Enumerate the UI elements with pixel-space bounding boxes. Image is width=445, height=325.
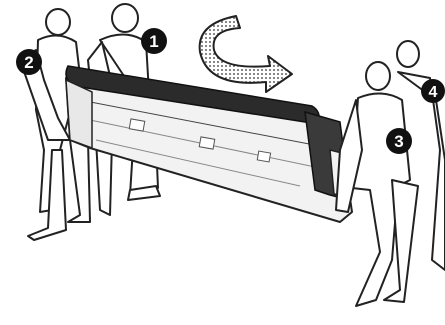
badge-1: 1 [141, 28, 167, 54]
badge-2: 2 [16, 49, 42, 75]
rotation-arrow-icon [200, 16, 292, 92]
badge-3-label: 3 [394, 132, 403, 151]
person-3-figure [336, 62, 418, 306]
badge-3: 3 [386, 128, 412, 154]
badge-2-label: 2 [24, 53, 33, 72]
badge-4: 4 [421, 79, 445, 103]
badge-1-label: 1 [149, 32, 158, 51]
badge-4-label: 4 [429, 84, 438, 101]
